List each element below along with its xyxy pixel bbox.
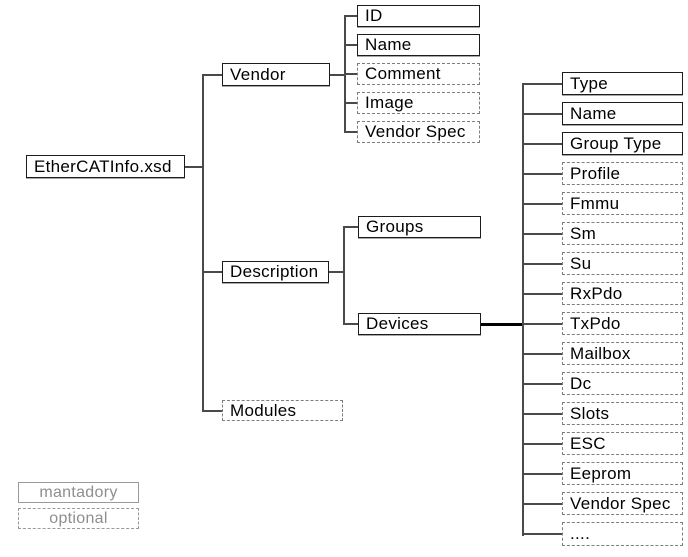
connector-line xyxy=(345,15,357,17)
connector-line xyxy=(523,293,562,295)
connector-line xyxy=(523,383,562,385)
node-root: EtherCATInfo.xsd xyxy=(26,155,185,178)
node-dev-txpdo: TxPdo xyxy=(562,312,683,335)
node-label: ID xyxy=(365,6,383,25)
connector-line xyxy=(523,323,562,325)
connector-line xyxy=(523,473,562,475)
node-dev-vendor-spec: Vendor Spec xyxy=(562,492,683,515)
node-vendor-image: Image xyxy=(357,92,480,114)
connector-line xyxy=(523,233,562,235)
node-label: Vendor Spec xyxy=(570,493,671,513)
node-dev-profile: Profile xyxy=(562,162,683,185)
node-label: Type xyxy=(570,73,609,93)
connector-line xyxy=(523,203,562,205)
node-label: Fmmu xyxy=(570,193,620,213)
connector-line xyxy=(345,102,357,104)
connector-line xyxy=(344,323,358,325)
connector-line xyxy=(523,533,562,535)
node-devices: Devices xyxy=(358,313,481,335)
node-dev-name: Name xyxy=(562,102,683,125)
legend-item-optional: optional xyxy=(18,508,139,529)
node-dev-su: Su xyxy=(562,252,683,275)
connector-line xyxy=(203,271,222,273)
node-vendor-id: ID xyxy=(357,5,480,27)
connector-line xyxy=(345,131,357,133)
node-dev-slots: Slots xyxy=(562,402,683,425)
connector-line xyxy=(522,83,524,536)
node-label: .... xyxy=(570,524,591,543)
node-vendor-name: Name xyxy=(357,34,480,56)
node-label: RxPdo xyxy=(570,283,623,303)
node-vendor-spec: Vendor Spec xyxy=(357,121,480,143)
node-label: Group Type xyxy=(570,133,662,153)
node-vendor-comment: Comment xyxy=(357,63,480,85)
node-label: Slots xyxy=(570,403,610,423)
connector-line xyxy=(330,74,345,76)
node-dev-mailbox: Mailbox xyxy=(562,342,683,365)
node-modules: Modules xyxy=(222,400,343,421)
connector-line xyxy=(523,83,562,85)
node-label: Vendor xyxy=(230,64,286,84)
node-groups: Groups xyxy=(358,216,481,238)
connector-line xyxy=(523,353,562,355)
node-label: Devices xyxy=(366,314,429,333)
connector-line xyxy=(345,73,357,75)
node-dev-sm: Sm xyxy=(562,222,683,245)
node-label: Image xyxy=(365,93,414,112)
node-description: Description xyxy=(222,261,329,283)
node-dev-rxpdo: RxPdo xyxy=(562,282,683,305)
node-label: Comment xyxy=(365,64,441,83)
node-dev-type: Type xyxy=(562,72,683,95)
connector-line xyxy=(523,503,562,505)
node-label: Dc xyxy=(570,373,592,393)
node-dev-dc: Dc xyxy=(562,372,683,395)
connector-line xyxy=(344,226,358,228)
connector-line xyxy=(185,166,203,168)
connector-line xyxy=(523,413,562,415)
node-label: Vendor Spec xyxy=(365,122,466,141)
node-label: Eeprom xyxy=(570,463,632,483)
connector-line xyxy=(523,443,562,445)
node-label: EtherCATInfo.xsd xyxy=(34,156,172,176)
node-label: ESC xyxy=(570,433,606,453)
node-label: Name xyxy=(365,35,412,54)
connector-line xyxy=(343,226,345,325)
connector-line xyxy=(481,323,523,326)
node-label: Modules xyxy=(230,400,297,420)
node-dev-eeprom: Eeprom xyxy=(562,462,683,485)
node-label: Groups xyxy=(366,217,424,236)
node-dev-more: .... xyxy=(562,522,683,546)
node-label: Sm xyxy=(570,223,597,243)
node-label: Profile xyxy=(570,163,621,183)
connector-line xyxy=(202,74,204,412)
connector-line xyxy=(203,410,222,412)
node-label: Su xyxy=(570,253,592,273)
node-vendor: Vendor xyxy=(222,63,330,86)
connector-line xyxy=(523,263,562,265)
legend-item-mantadory: mantadory xyxy=(18,482,139,503)
connector-line xyxy=(523,173,562,175)
node-dev-esc: ESC xyxy=(562,432,683,455)
node-label: Mailbox xyxy=(570,343,631,363)
node-label: Name xyxy=(570,103,617,123)
connector-line xyxy=(329,271,344,273)
node-label: Description xyxy=(230,262,319,281)
node-label: TxPdo xyxy=(570,313,621,333)
connector-line xyxy=(203,74,222,76)
connector-line xyxy=(523,143,562,145)
node-dev-fmmu: Fmmu xyxy=(562,192,683,215)
legend-label: optional xyxy=(49,509,108,527)
connector-line xyxy=(523,113,562,115)
node-dev-group-type: Group Type xyxy=(562,132,683,155)
legend-label: mantadory xyxy=(39,483,118,501)
connector-line xyxy=(345,44,357,46)
